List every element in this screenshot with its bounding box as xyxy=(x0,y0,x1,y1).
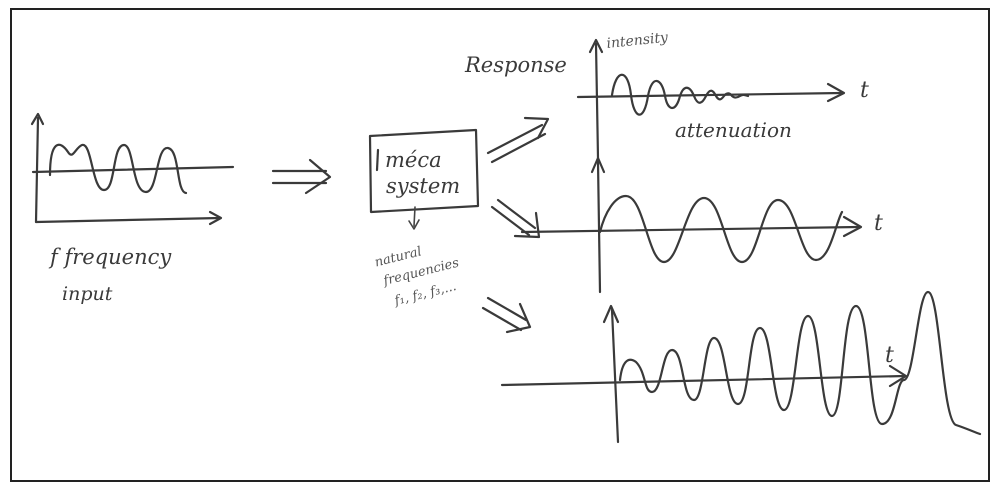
natural-frequency-pointer xyxy=(408,206,420,230)
steady-x-arrow xyxy=(842,215,863,238)
resonance-y-arrow xyxy=(602,304,620,324)
input-x-axis xyxy=(34,216,222,224)
attenuation-wave xyxy=(610,73,750,116)
steady-y-axis xyxy=(596,160,602,294)
attenuation-y-arrow xyxy=(588,38,604,54)
attenuation-x-arrow xyxy=(826,82,846,103)
input-y-arrow xyxy=(30,112,45,126)
input-y-axis xyxy=(34,116,40,224)
resonance-x-arrow xyxy=(888,364,908,388)
attenuation-y-axis xyxy=(594,42,600,160)
attenuation-x-axis xyxy=(576,91,844,99)
resonance-y-axis xyxy=(610,308,620,444)
resonance-graph xyxy=(500,290,982,444)
steady-graph xyxy=(520,156,863,294)
system-to-middle-response-arrow xyxy=(490,198,541,239)
mechanical-system-box xyxy=(368,128,480,214)
system-to-top-response-arrow xyxy=(486,116,550,164)
input-frequency-label: f frequency xyxy=(48,245,172,269)
input-wave xyxy=(48,143,188,195)
resonance-wave xyxy=(618,290,982,436)
attenuation-label: attenuation xyxy=(675,118,792,142)
steady-wave xyxy=(598,194,844,264)
attenuation-t-label: t xyxy=(860,78,869,103)
input-graph xyxy=(30,112,235,226)
resonance-x-axis xyxy=(500,374,907,387)
natural-frequencies-note: natural frequencies f₁, f₂, f₃,... xyxy=(373,244,461,309)
response-label: Response xyxy=(464,53,567,77)
input-label: input xyxy=(62,283,113,305)
outer-frame xyxy=(10,8,990,482)
input-x-arrow xyxy=(208,210,223,226)
attenuation-graph xyxy=(576,38,846,160)
system-label-line1: méca xyxy=(385,148,442,172)
steady-y-arrow xyxy=(590,156,606,174)
system-label-line2: system xyxy=(386,174,460,198)
system-to-bottom-response-arrow xyxy=(481,296,532,334)
input-to-system-arrow xyxy=(271,158,332,195)
steady-x-axis xyxy=(520,225,860,234)
resonance-t-label: t xyxy=(885,343,894,368)
intensity-label: intensity xyxy=(606,30,670,52)
steady-t-label: t xyxy=(874,211,883,236)
